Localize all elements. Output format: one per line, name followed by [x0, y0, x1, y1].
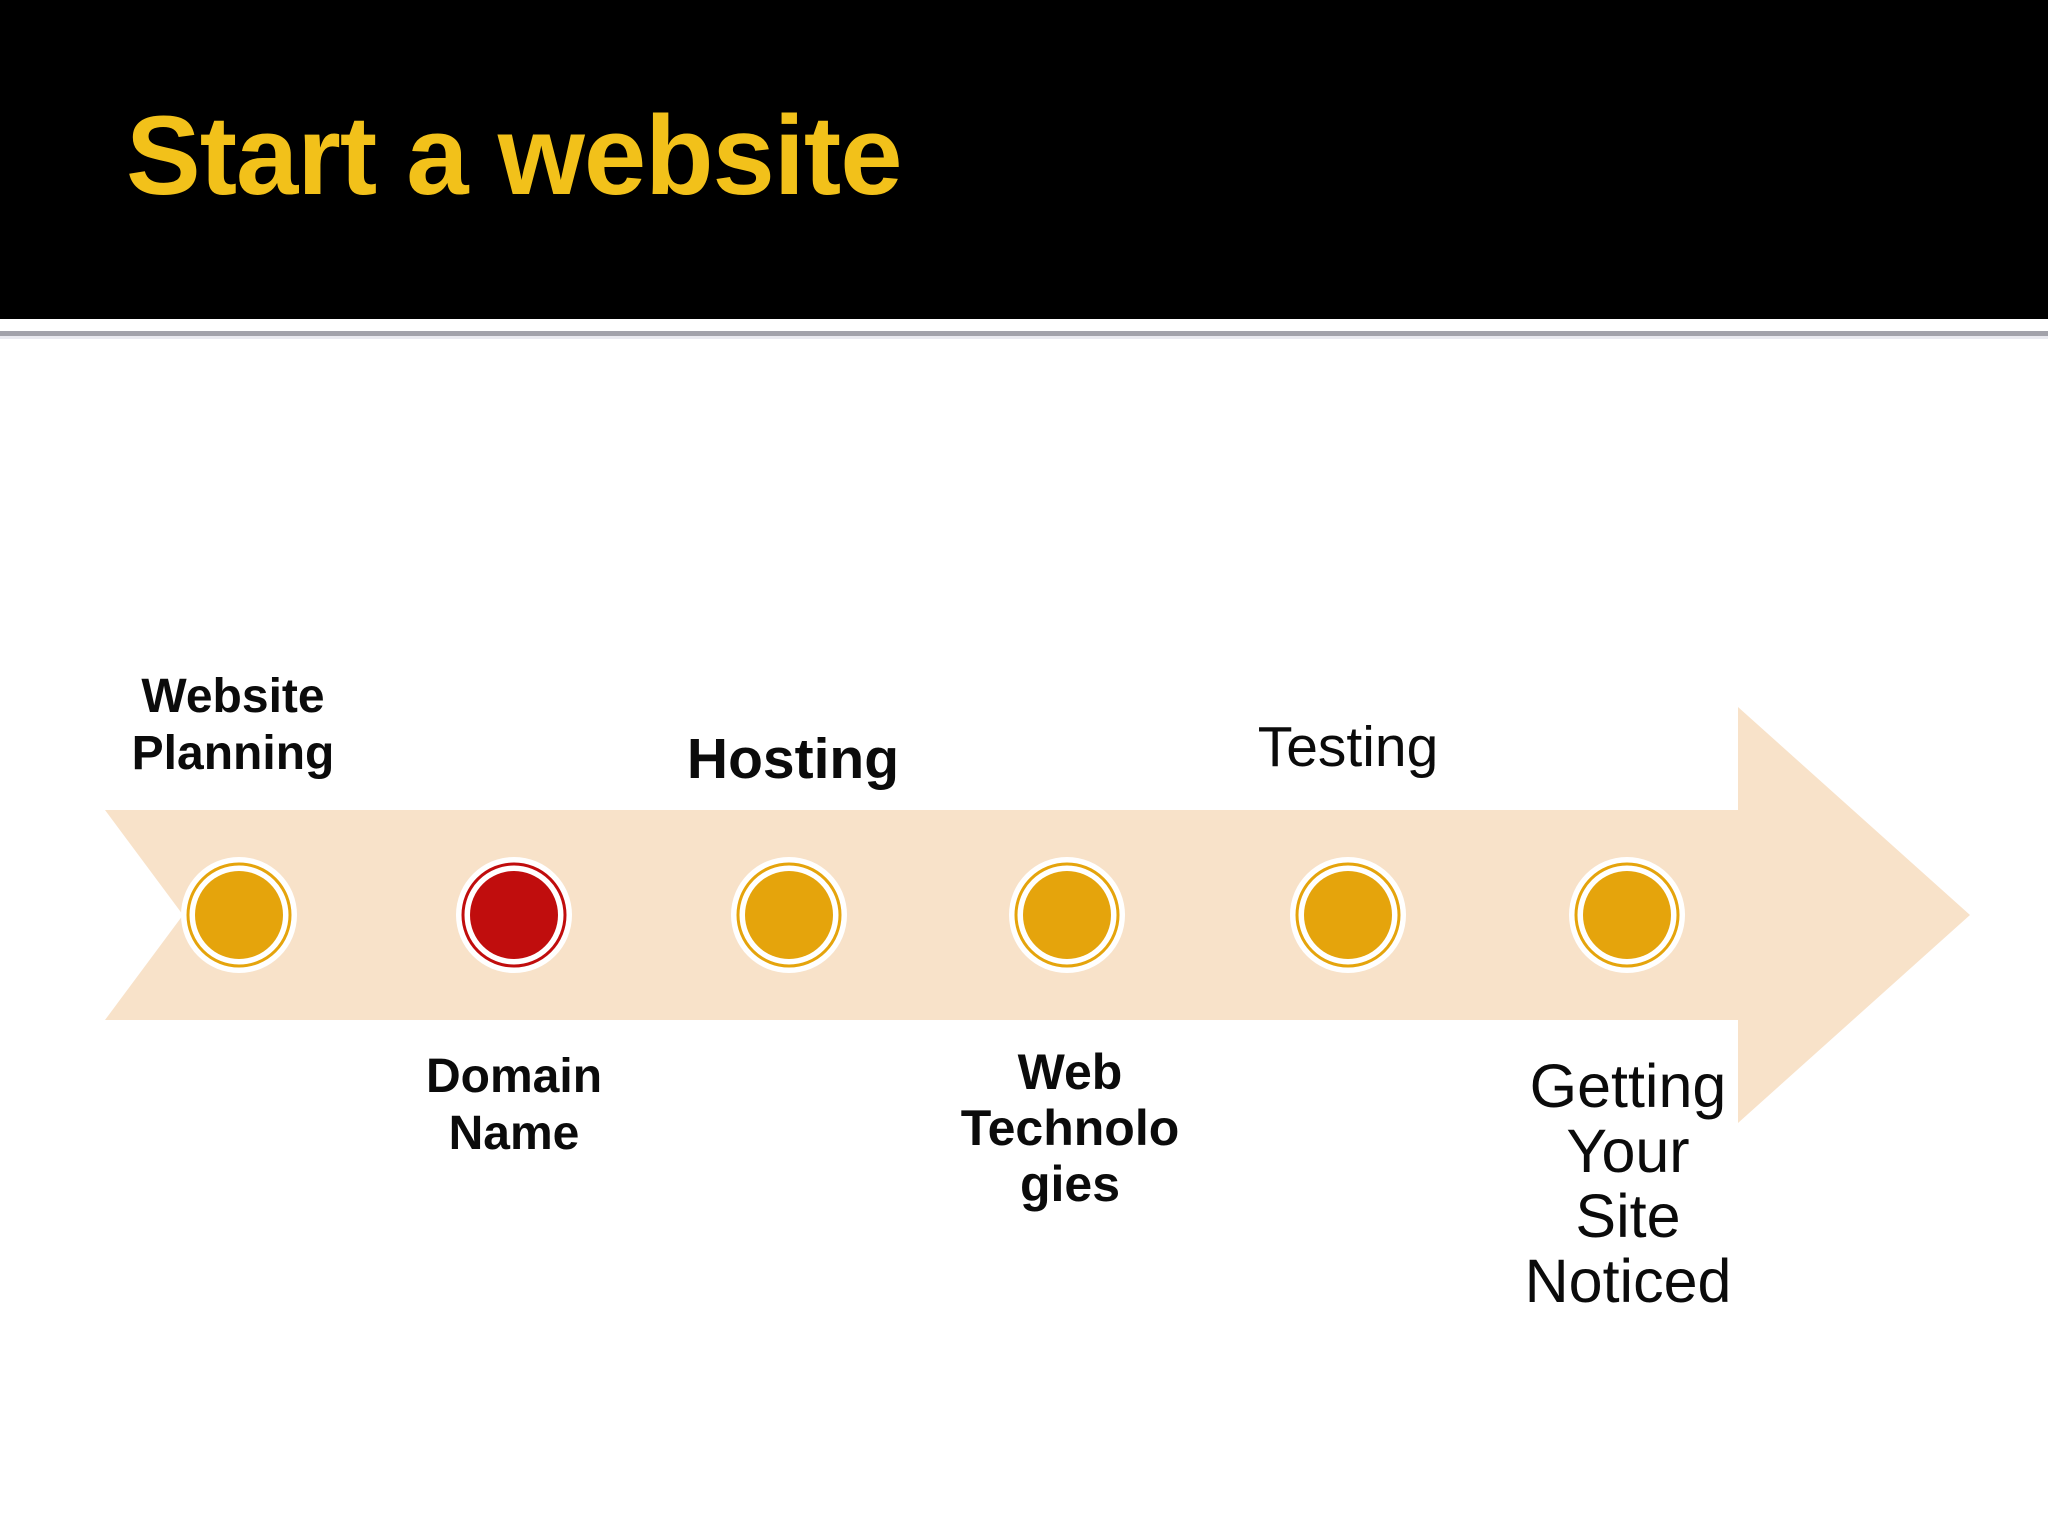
step-label-getting-noticed: Getting Your Site Noticed [1524, 1052, 1732, 1315]
step-dot [1290, 857, 1406, 973]
step-label-hosting: Hosting [686, 727, 900, 791]
slide-title: Start a website [126, 93, 903, 218]
header-divider-shadow [0, 336, 2048, 339]
step-dot [181, 857, 297, 973]
title-bar: Start a website [0, 0, 2048, 319]
step-label-web-technologies: Web Technolo gies [960, 1044, 1180, 1212]
step-label-website-planning: Website Planning [131, 670, 335, 780]
header-divider-line [0, 331, 2048, 336]
step-label-domain-name: Domain Name [425, 1050, 603, 1160]
step-dot [1569, 857, 1685, 973]
step-label-testing: Testing [1257, 715, 1439, 779]
step-dot [456, 857, 572, 973]
step-dot [1009, 857, 1125, 973]
step-dot [731, 857, 847, 973]
